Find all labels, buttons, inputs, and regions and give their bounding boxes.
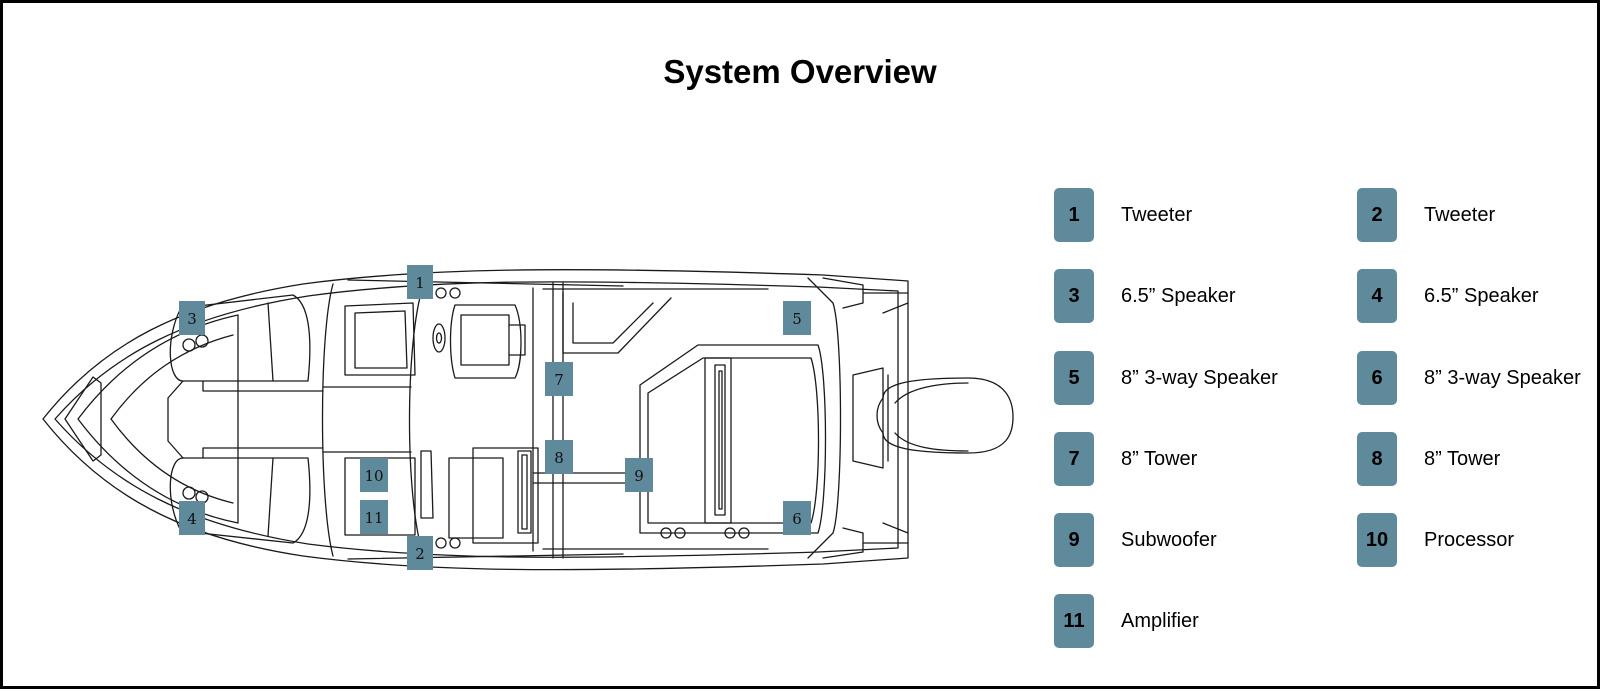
marker-6 (783, 501, 811, 535)
marker-1-label: 1 (415, 274, 425, 292)
marker-11-label: 11 (364, 509, 383, 527)
legend-badge: 8 (1357, 432, 1397, 486)
marker-6-label: 6 (792, 510, 802, 528)
marker-group: 1 2 3 4 5 6 7 (179, 265, 811, 570)
legend-badge: 1 (1054, 188, 1094, 242)
legend-label: 6.5” Speaker (1121, 285, 1236, 307)
legend-badge: 11 (1054, 594, 1094, 648)
legend-badge: 10 (1357, 513, 1397, 567)
marker-1 (407, 265, 433, 299)
legend-label: Tweeter (1424, 204, 1496, 226)
marker-9 (625, 458, 653, 492)
marker-8-label: 8 (554, 449, 564, 467)
marker-7 (545, 362, 573, 396)
marker-9-label: 9 (634, 467, 644, 485)
marker-3 (179, 301, 205, 335)
legend-label: 8” Tower (1121, 448, 1198, 470)
boat-diagram: 1 2 3 4 5 6 7 (42, 265, 1014, 571)
marker-4 (179, 501, 205, 535)
legend-label: 8” 3-way Speaker (1121, 367, 1278, 389)
legend-badge: 6 (1357, 351, 1397, 405)
marker-10 (360, 458, 388, 492)
marker-5-label: 5 (792, 310, 802, 328)
marker-10-label: 10 (364, 467, 383, 485)
marker-3-label: 3 (187, 310, 197, 328)
hull-outline (42, 269, 909, 571)
marker-5 (783, 301, 811, 335)
legend-label: Subwoofer (1121, 529, 1217, 551)
marker-7-label: 7 (554, 371, 564, 389)
marker-4-label: 4 (187, 510, 197, 528)
page-title: System Overview (663, 53, 937, 90)
legend-label: 8” 3-way Speaker (1424, 367, 1581, 389)
legend-badge: 4 (1357, 269, 1397, 323)
legend-badge: 2 (1357, 188, 1397, 242)
legend-badge: 7 (1054, 432, 1094, 486)
legend-label: Amplifier (1121, 610, 1199, 632)
legend-label: Tweeter (1121, 204, 1193, 226)
legend-badge: 3 (1054, 269, 1094, 323)
marker-8 (545, 440, 573, 474)
marker-2-label: 2 (415, 545, 425, 563)
marker-2 (407, 536, 433, 570)
legend-badge: 5 (1054, 351, 1094, 405)
legend-label: 6.5” Speaker (1424, 285, 1539, 307)
legend-label: Processor (1424, 529, 1515, 551)
marker-11 (360, 500, 388, 534)
legend-badge: 9 (1054, 513, 1094, 567)
legend-label: 8” Tower (1424, 448, 1501, 470)
outboard-engine (876, 377, 1014, 454)
